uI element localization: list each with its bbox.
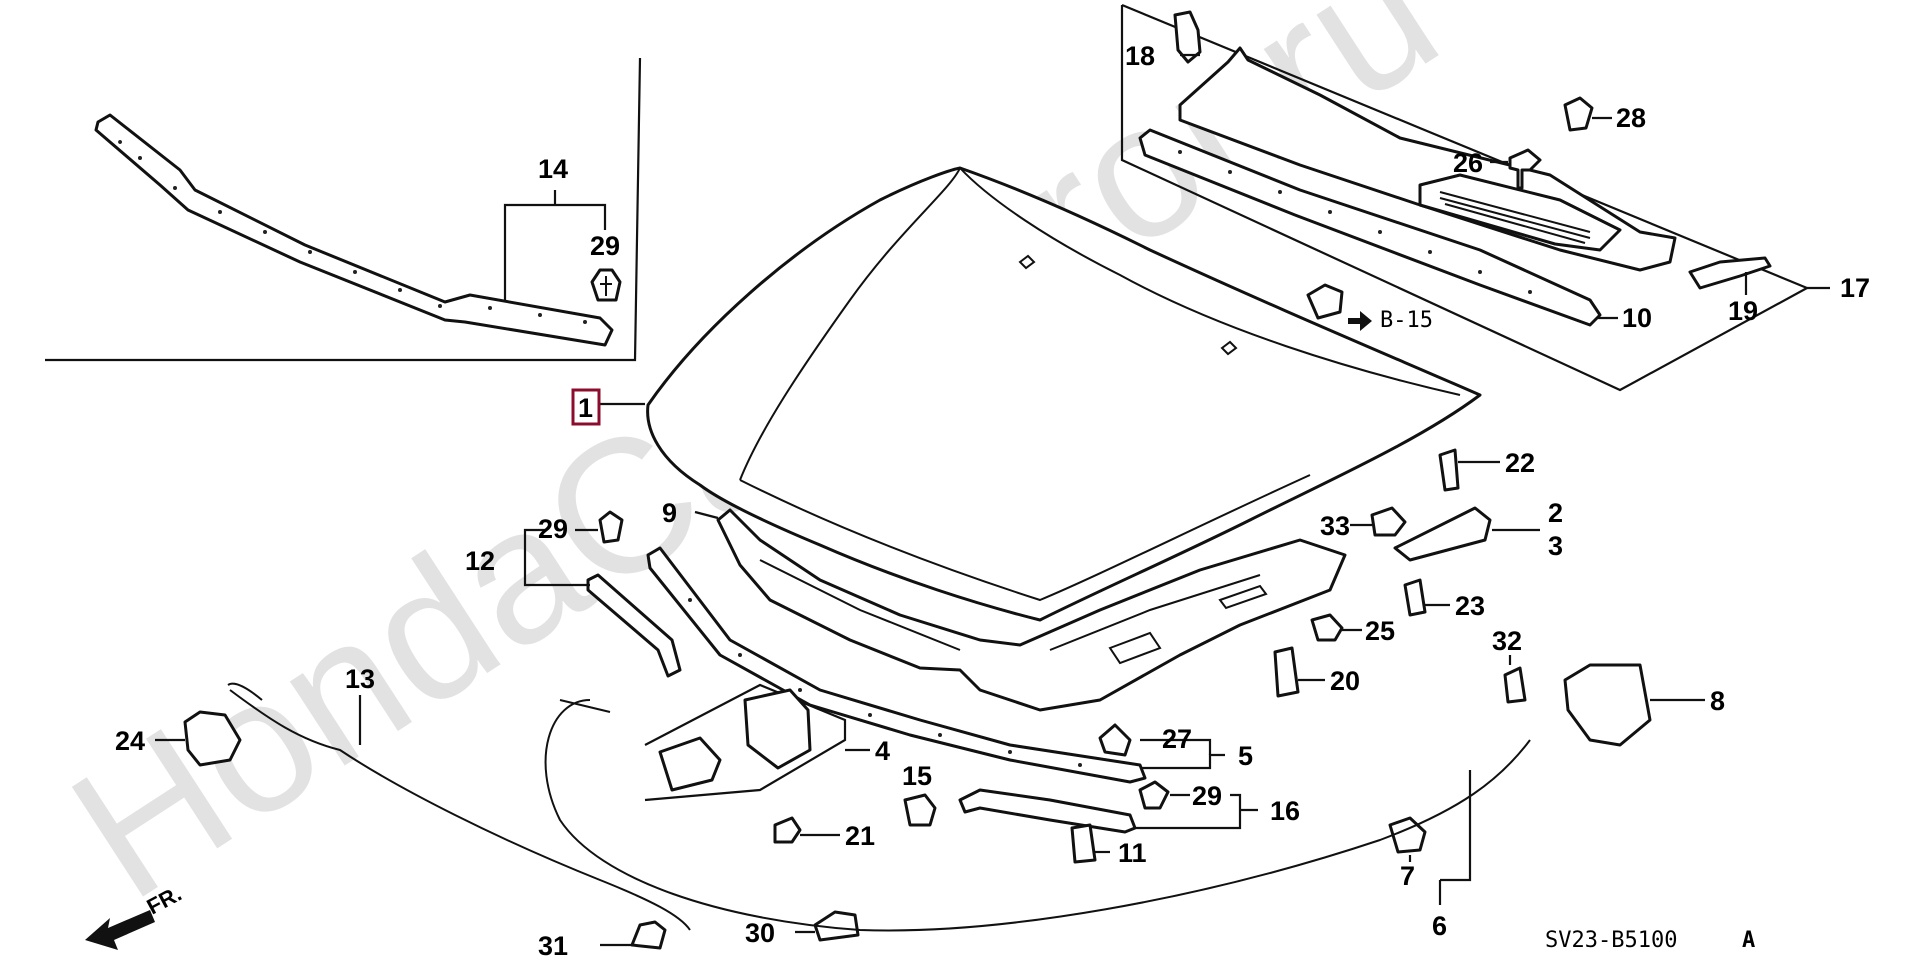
clip-31 — [630, 920, 667, 950]
hood-inner-frame: 9 — [662, 498, 1347, 712]
callout-29-inset: 29 — [590, 231, 620, 261]
callout-31: 31 — [538, 931, 568, 959]
callout-8: 8 — [1710, 686, 1725, 716]
callout-18: 18 — [1125, 41, 1155, 71]
callout-16: 16 — [1270, 796, 1300, 826]
leader-12-top — [523, 528, 545, 560]
seal-dots — [138, 156, 587, 324]
hinge-8 — [1563, 663, 1652, 747]
callout-15: 15 — [902, 761, 932, 791]
callout-6: 6 — [1432, 911, 1447, 941]
clip-30 — [813, 910, 860, 942]
bolt-22 — [1438, 448, 1460, 492]
clip-b15 — [1306, 283, 1344, 320]
cowl-seal-10 — [1138, 128, 1602, 327]
diagram-code-suffix: A — [1742, 928, 1755, 953]
bracket-19 — [1688, 256, 1772, 290]
seal-12 — [586, 573, 682, 678]
callout-7: 7 — [1400, 861, 1415, 891]
callout-22: 22 — [1505, 448, 1535, 478]
bumper-20 — [1273, 646, 1300, 698]
seal-group-5: 27 5 — [646, 546, 1253, 784]
cushion-15 — [903, 793, 937, 827]
callout-25: 25 — [1365, 616, 1395, 646]
hinge-2-3 — [1393, 506, 1492, 562]
callout-27: 27 — [1162, 724, 1192, 754]
seal-group-12: 12 29 — [465, 510, 682, 678]
hood-front-seal-strip — [94, 113, 614, 347]
grille-slots — [1439, 191, 1591, 244]
latch-4 — [743, 688, 812, 770]
highlight-box-1 — [571, 388, 601, 426]
callout-29-upper: 29 — [538, 514, 568, 544]
callout-33: 33 — [1320, 511, 1350, 541]
inset-cowl-17: 18 28 26 10 19 17 B-15 — [1120, 3, 1870, 392]
front-arrow-icon — [85, 910, 155, 950]
callout-12: 12 — [465, 546, 495, 576]
callout-3: 3 — [1548, 531, 1563, 561]
latch-frame — [644, 683, 847, 802]
callout-26: 26 — [1453, 148, 1483, 178]
release-handle-24 — [183, 710, 242, 767]
callout-9: 9 — [662, 498, 677, 528]
inset-seal-14: 14 29 — [45, 57, 642, 362]
latch-bracket — [658, 736, 722, 792]
callout-1: 1 — [578, 393, 593, 423]
diagram-code: SV23-B5100 — [1545, 928, 1677, 953]
callout-5: 5 — [1238, 741, 1253, 771]
seal-group-16: 29 16 — [958, 780, 1300, 834]
bolt-23 — [1403, 578, 1427, 617]
clip-25 — [1310, 613, 1344, 642]
latch-group-4: 4 21 — [644, 683, 890, 851]
reference-b15: B-15 — [1380, 308, 1433, 333]
callout-23: 23 — [1455, 591, 1485, 621]
callout-2: 2 — [1548, 498, 1563, 528]
inset-frame — [45, 57, 642, 362]
leader-5 — [1140, 753, 1225, 770]
inner-frame-9 — [716, 508, 1347, 712]
callout-29-lower: 29 — [1192, 781, 1222, 811]
clip-26 — [1508, 148, 1542, 190]
leader-27 — [1140, 738, 1212, 755]
clip-18 — [1173, 10, 1202, 64]
bolt-32 — [1503, 666, 1527, 704]
cable-13: 13 — [227, 664, 691, 931]
callout-20: 20 — [1330, 666, 1360, 696]
bumper-11 — [1070, 823, 1097, 864]
clip-27 — [1098, 723, 1132, 757]
callout-13: 13 — [345, 664, 375, 694]
callout-4: 4 — [875, 736, 890, 766]
callout-14: 14 — [538, 154, 568, 184]
callout-10: 10 — [1622, 303, 1652, 333]
clip-28 — [1563, 96, 1594, 132]
clip-29-upper — [598, 510, 624, 544]
leader-16 — [1135, 793, 1242, 830]
clip-29-lower — [1138, 780, 1170, 810]
seal-5 — [646, 546, 1147, 784]
hood-outer — [646, 166, 1482, 622]
callout-11: 11 — [1118, 838, 1147, 868]
callout-19: 19 — [1728, 296, 1758, 326]
small-parts: 15 11 20 25 23 22 33 2 3 32 8 7 — [115, 448, 1725, 961]
callout-32: 32 — [1492, 626, 1522, 656]
callout-24: 24 — [115, 726, 145, 756]
callout-28: 28 — [1616, 103, 1646, 133]
hood-panel: 1 — [571, 166, 1482, 622]
inset-frame-cowl — [1120, 5, 1808, 392]
leader-6-right — [1440, 770, 1472, 882]
bolt-21 — [773, 816, 802, 844]
callout-30: 30 — [745, 918, 775, 948]
seal-16 — [958, 788, 1137, 834]
arrow-icon — [1348, 311, 1372, 331]
grommet-7 — [1388, 816, 1427, 854]
callout-17: 17 — [1840, 273, 1870, 303]
callout-21: 21 — [845, 821, 875, 851]
cushion-33 — [1370, 506, 1407, 537]
cable-6: 6 — [544, 699, 1531, 941]
leader-9 — [694, 510, 719, 520]
leader-12-bottom — [523, 560, 590, 587]
